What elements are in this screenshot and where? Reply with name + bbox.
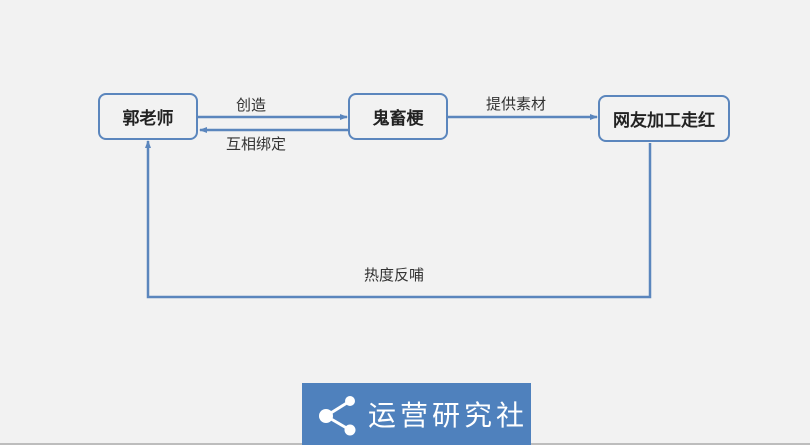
edge-feedback bbox=[145, 140, 652, 299]
brand-name: 运营研究社 bbox=[368, 399, 529, 432]
edge-label-create: 创造 bbox=[236, 96, 267, 114]
edge-label-feedback: 热度反哺 bbox=[364, 266, 425, 284]
node-viral: 网友加工走红 bbox=[598, 95, 730, 142]
edge-label-supply: 提供素材 bbox=[486, 95, 547, 113]
node-meme: 鬼畜梗 bbox=[348, 93, 448, 140]
node-teacher-label: 郭老师 bbox=[122, 109, 174, 129]
edge-label-bind: 互相绑定 bbox=[226, 135, 287, 153]
node-meme-label: 鬼畜梗 bbox=[372, 109, 424, 129]
brand-banner: 运营研究社 bbox=[302, 383, 531, 445]
node-teacher: 郭老师 bbox=[98, 93, 198, 140]
node-viral-label: 网友加工走红 bbox=[613, 111, 715, 131]
share-icon bbox=[319, 396, 356, 436]
